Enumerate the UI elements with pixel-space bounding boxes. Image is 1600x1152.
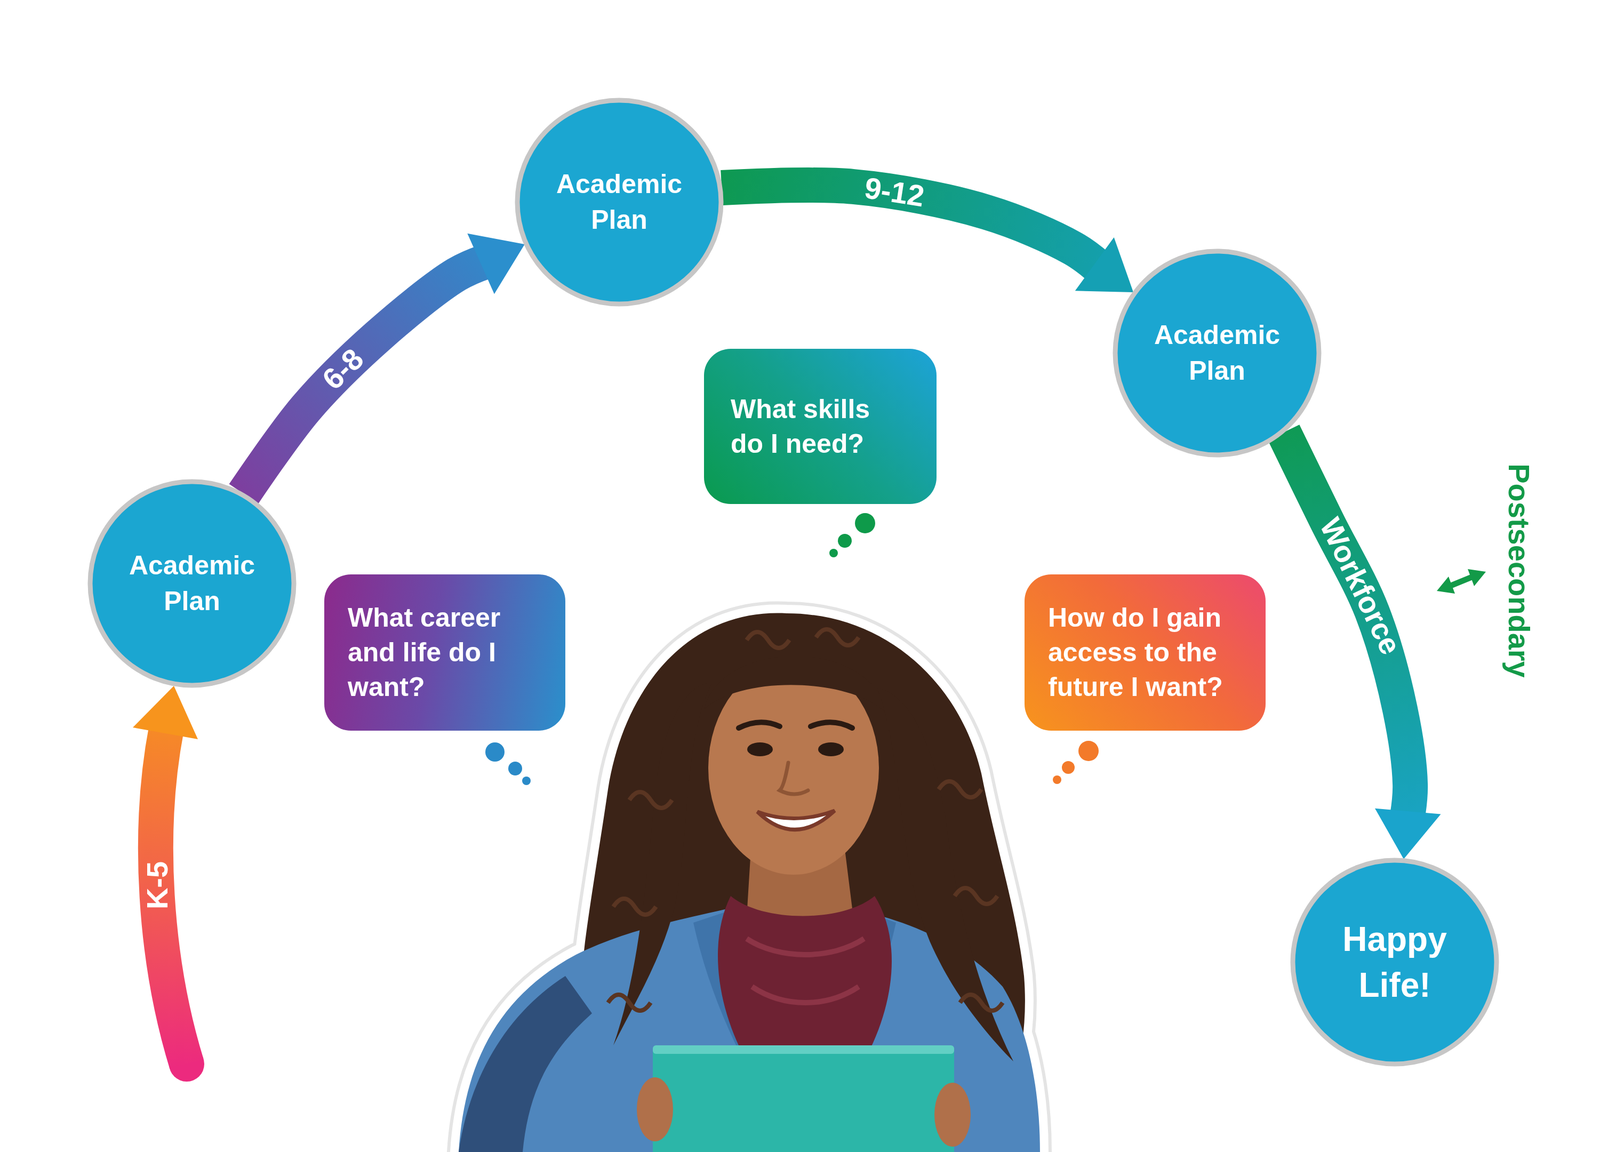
circle-outline <box>1112 248 1322 458</box>
arrow-shaft <box>1449 576 1474 587</box>
curl <box>746 632 790 648</box>
curl <box>613 898 656 915</box>
node-text: Academic Plan <box>112 547 272 620</box>
stage-label: Workforce <box>1314 512 1408 660</box>
node-text: How do I gain access to the future I wan… <box>1048 600 1240 705</box>
thought-dot <box>522 776 531 786</box>
curl <box>629 792 672 808</box>
eye <box>818 742 844 757</box>
arrow-band <box>1283 432 1411 817</box>
arrow-head <box>1374 808 1442 860</box>
node-text: What skills do I need? <box>730 392 891 462</box>
node-text: Academic Plan <box>1137 317 1298 390</box>
stage-label: 9-12 <box>862 171 927 213</box>
stage-label: 6-8 <box>315 341 370 396</box>
thought-dot <box>1061 761 1075 774</box>
thought-bubble: What skills do I need? <box>704 348 937 504</box>
hair-curls <box>608 629 1003 1011</box>
smile <box>757 810 835 830</box>
double-arrow <box>1436 569 1486 594</box>
node-text: What career and life do I want? <box>347 600 540 705</box>
thought-dot <box>508 761 523 776</box>
circle-outline <box>514 97 724 307</box>
hair-front <box>877 688 1014 1062</box>
bag-strap <box>458 976 592 1152</box>
nose <box>779 762 808 795</box>
circle-fill <box>1292 860 1497 1064</box>
thought-dot <box>485 742 505 762</box>
circle-fill <box>90 481 294 686</box>
curl <box>816 629 859 646</box>
hair-front <box>613 682 712 1046</box>
thought-bubble: How do I gain access to the future I wan… <box>1024 574 1266 731</box>
scarf-fold <box>746 938 864 1003</box>
arrow-head <box>1436 576 1455 594</box>
thought-dot <box>1078 740 1099 762</box>
arrow-head <box>467 233 525 294</box>
curl <box>954 888 998 904</box>
arrow-band <box>243 261 486 494</box>
circle-outline <box>1290 857 1500 1067</box>
eye <box>747 742 773 757</box>
goal-circle: Happy Life! <box>1290 857 1500 1067</box>
curl <box>960 994 1003 1011</box>
path-label: Postsecondary <box>1502 463 1536 678</box>
connectors <box>243 185 1442 860</box>
circle-outline <box>87 478 297 688</box>
curl <box>608 994 651 1011</box>
plan-circle: Academic Plan <box>514 97 724 307</box>
flow-arrow <box>721 185 1134 293</box>
thought-dot <box>854 513 876 534</box>
arrow-head <box>1075 237 1134 293</box>
k5-arrow <box>132 685 205 1082</box>
flow-arrow <box>1283 432 1442 860</box>
stage-label: K-5 <box>140 861 174 910</box>
circle-fill <box>517 100 722 304</box>
eyebrow <box>810 722 853 728</box>
circle-fill <box>1115 251 1319 455</box>
book <box>652 1045 955 1152</box>
plan-circle: Academic Plan <box>87 478 297 688</box>
thought-dot <box>837 533 852 548</box>
thought-bubble: What career and life do I want? <box>324 574 566 731</box>
eyebrow <box>738 722 780 728</box>
book-edge <box>652 1045 955 1054</box>
hand <box>636 1077 674 1142</box>
thought-dot <box>829 548 838 558</box>
curl <box>938 781 982 798</box>
thought-dot <box>1052 775 1062 784</box>
arrow-head <box>132 685 198 740</box>
hand <box>934 1082 971 1147</box>
scarf <box>717 896 892 1062</box>
plan-circle: Academic Plan <box>1112 248 1322 458</box>
flow-arrow <box>243 233 525 494</box>
node-text: Happy Life! <box>1328 916 1462 1009</box>
thought-dots <box>485 513 1099 786</box>
arrow-head <box>1467 569 1486 587</box>
hair-front <box>704 656 888 715</box>
node-text: Academic Plan <box>539 166 700 239</box>
